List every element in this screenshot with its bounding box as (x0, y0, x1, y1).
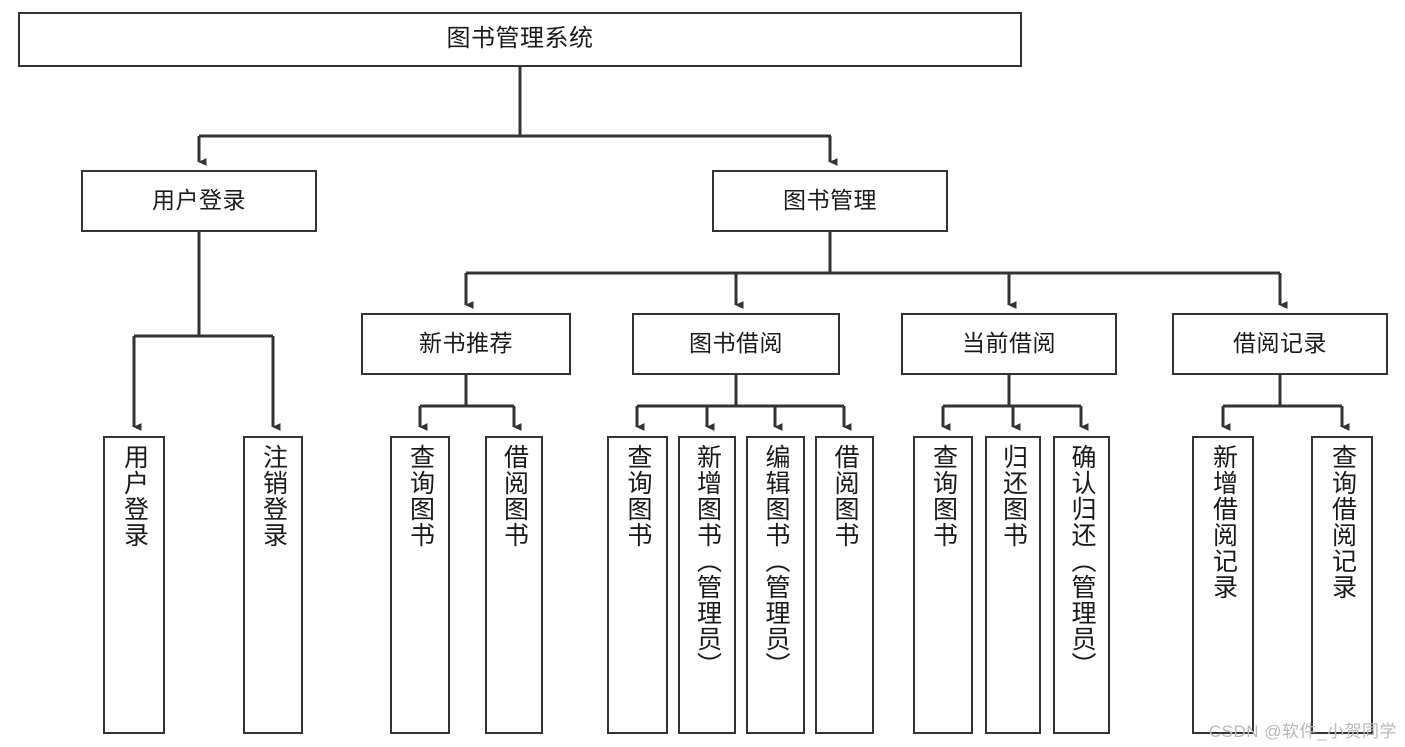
node-book-manage[interactable]: 图书管理 (712, 170, 948, 232)
node-leaf-user-login[interactable]: 用户登录 (103, 436, 165, 734)
node-label: 注销登录 (259, 444, 288, 548)
node-label: 查询图书 (406, 444, 435, 548)
node-label: 借阅图书 (500, 444, 529, 548)
node-label: 用户登录 (120, 444, 149, 548)
csdn-watermark: CSDN @软件_小贺同学 (1208, 722, 1397, 741)
node-leaf-query-book-3[interactable]: 查询图书 (913, 436, 973, 734)
node-label: 图书管理系统 (446, 25, 594, 53)
node-leaf-user-logout[interactable]: 注销登录 (243, 436, 303, 734)
node-book-borrow[interactable]: 图书借阅 (632, 313, 840, 375)
node-leaf-confirm-return[interactable]: 确认归还（管理员） (1053, 436, 1110, 734)
node-label: 查询借阅记录 (1328, 444, 1357, 600)
node-label: 新增借阅记录 (1209, 444, 1238, 600)
node-label: 新书推荐 (419, 330, 513, 357)
node-leaf-add-record[interactable]: 新增借阅记录 (1192, 436, 1254, 734)
node-user-login[interactable]: 用户登录 (81, 170, 317, 232)
node-leaf-query-record[interactable]: 查询借阅记录 (1311, 436, 1373, 734)
node-label: 归还图书 (999, 444, 1028, 548)
node-leaf-return-book[interactable]: 归还图书 (985, 436, 1041, 734)
node-leaf-borrow-book-1[interactable]: 借阅图书 (485, 436, 543, 734)
node-label: 图书管理 (783, 187, 877, 214)
node-new-book-rec[interactable]: 新书推荐 (361, 313, 571, 375)
node-label: 确认归还（管理员） (1068, 444, 1096, 678)
node-borrow-record[interactable]: 借阅记录 (1172, 313, 1388, 375)
node-leaf-add-book[interactable]: 新增图书（管理员） (678, 436, 736, 734)
node-label: 查询图书 (929, 444, 958, 548)
node-root[interactable]: 图书管理系统 (18, 12, 1022, 67)
node-label: 借阅记录 (1233, 330, 1327, 357)
node-label: 借阅图书 (831, 444, 859, 548)
node-label: 新增图书（管理员） (693, 444, 722, 678)
node-label: 查询图书 (624, 444, 652, 548)
node-leaf-edit-book[interactable]: 编辑图书（管理员） (746, 436, 805, 734)
node-label: 用户登录 (152, 187, 246, 214)
node-label: 当前借阅 (962, 330, 1056, 357)
node-leaf-query-book-1[interactable]: 查询图书 (390, 436, 450, 734)
node-label: 图书借阅 (689, 330, 783, 357)
node-leaf-borrow-book-2[interactable]: 借阅图书 (815, 436, 874, 734)
node-label: 编辑图书（管理员） (762, 444, 790, 678)
node-current-borrow[interactable]: 当前借阅 (901, 313, 1117, 375)
node-leaf-query-book-2[interactable]: 查询图书 (607, 436, 668, 734)
